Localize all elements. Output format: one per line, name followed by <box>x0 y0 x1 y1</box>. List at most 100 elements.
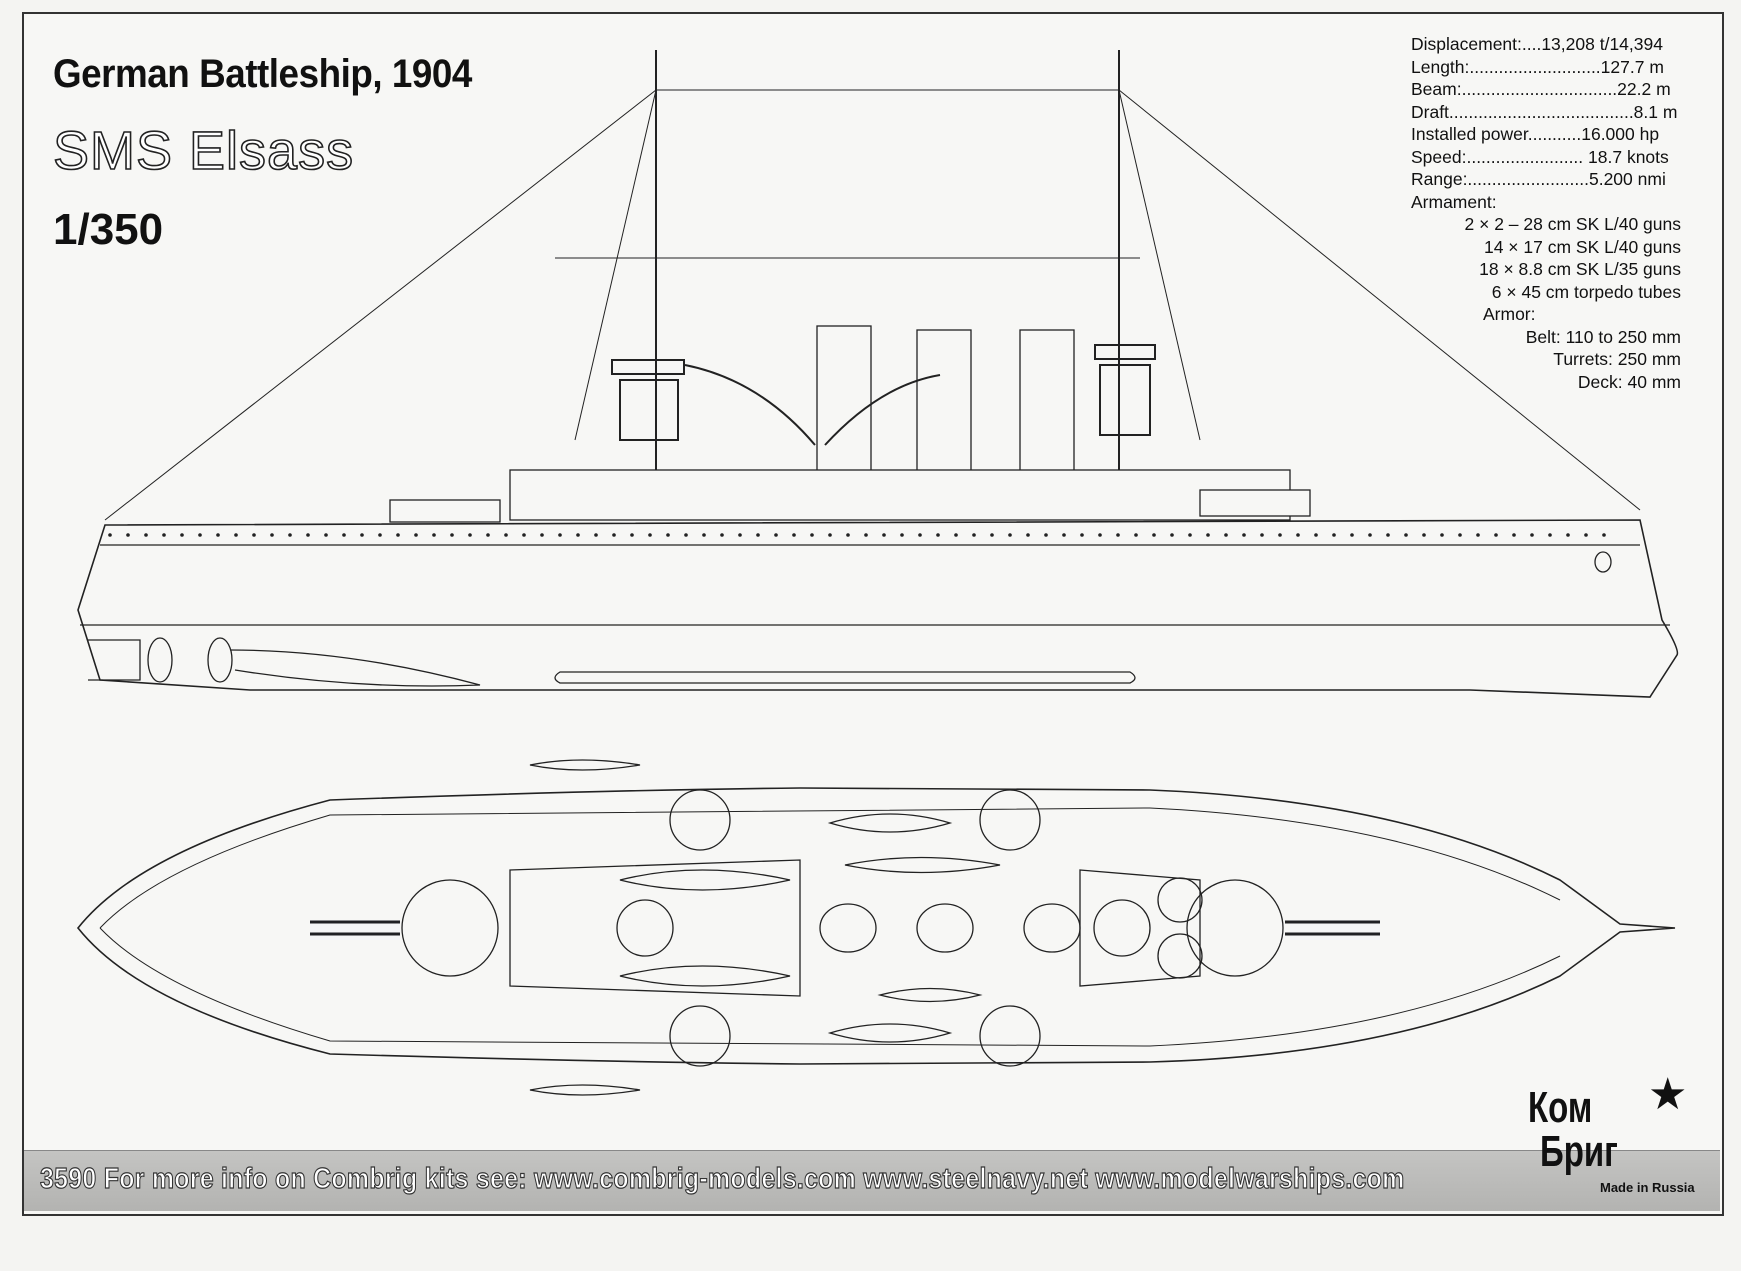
spec-length: Length:...........................127.7 … <box>1411 56 1664 77</box>
cranes <box>684 364 941 446</box>
porthole <box>1440 533 1444 537</box>
porthole <box>1350 533 1354 537</box>
rigging-lines <box>104 89 1641 521</box>
porthole <box>1566 533 1570 537</box>
star-icon: ★ <box>1648 1070 1688 1119</box>
porthole <box>1062 533 1066 537</box>
porthole <box>1422 533 1426 537</box>
porthole <box>576 533 580 537</box>
porthole <box>1332 533 1336 537</box>
porthole <box>1098 533 1102 537</box>
porthole <box>252 533 256 537</box>
porthole <box>558 533 562 537</box>
porthole <box>1296 533 1300 537</box>
porthole <box>108 533 112 537</box>
porthole <box>504 533 508 537</box>
spec-draft: Draft...................................… <box>1411 101 1678 122</box>
porthole <box>432 533 436 537</box>
top-view-drawing <box>76 759 1676 1096</box>
funnels <box>816 325 1075 497</box>
porthole <box>144 533 148 537</box>
porthole <box>360 533 364 537</box>
porthole <box>810 533 814 537</box>
porthole <box>1584 533 1588 537</box>
superstructure <box>389 469 1311 523</box>
porthole <box>954 533 958 537</box>
porthole <box>1152 533 1156 537</box>
porthole <box>1512 533 1516 537</box>
masts <box>611 50 1156 470</box>
spec-range: Range:.........................5.200 nmi <box>1411 169 1666 189</box>
specifications: Displacement:....13,208 t/14,394 Length:… <box>1411 33 1681 393</box>
porthole <box>1494 533 1498 537</box>
armor-item: Deck: 40 mm <box>1577 371 1681 392</box>
porthole <box>864 533 868 537</box>
spec-displacement: Displacement:....13,208 t/14,394 <box>1411 34 1663 54</box>
propeller <box>207 637 233 683</box>
porthole <box>1116 533 1120 537</box>
porthole <box>288 533 292 537</box>
porthole <box>1224 533 1228 537</box>
spec-armament-label: Armament: <box>1411 191 1497 212</box>
porthole <box>738 533 742 537</box>
porthole <box>666 533 670 537</box>
porthole <box>1134 533 1138 537</box>
porthole <box>1368 533 1372 537</box>
porthole <box>1242 533 1246 537</box>
logo-line1: Ком <box>1528 1083 1593 1132</box>
spec-beam: Beam:................................22.… <box>1411 79 1671 99</box>
porthole <box>270 533 274 537</box>
portholes <box>108 533 1606 537</box>
porthole <box>180 533 184 537</box>
porthole <box>972 533 976 537</box>
porthole <box>450 533 454 537</box>
porthole <box>846 533 850 537</box>
porthole <box>1188 533 1192 537</box>
porthole <box>774 533 778 537</box>
porthole <box>684 533 688 537</box>
made-in-label: Made in Russia <box>1600 1180 1695 1195</box>
porthole <box>1278 533 1282 537</box>
porthole <box>1458 533 1462 537</box>
porthole <box>918 533 922 537</box>
armament-item: 6 × 45 cm torpedo tubes <box>1491 281 1681 302</box>
porthole <box>1008 533 1012 537</box>
porthole <box>1476 533 1480 537</box>
side-profile-drawing <box>77 50 1679 698</box>
porthole <box>702 533 706 537</box>
spec-power: Installed power...........16.000 hp <box>1411 124 1660 144</box>
ship-name: SMS Elsass <box>52 120 355 182</box>
porthole <box>648 533 652 537</box>
porthole <box>1404 533 1408 537</box>
porthole <box>216 533 220 537</box>
bilge-keel <box>554 671 1136 684</box>
porthole <box>1602 533 1606 537</box>
porthole <box>414 533 418 537</box>
porthole <box>900 533 904 537</box>
propeller-shaft <box>229 649 481 687</box>
porthole <box>198 533 202 537</box>
porthole <box>378 533 382 537</box>
armor-item: Turrets: 250 mm <box>1553 349 1681 369</box>
armor-item: Belt: 110 to 250 mm <box>1525 326 1681 347</box>
porthole <box>612 533 616 537</box>
bow-bridge <box>509 859 801 997</box>
turrets-and-barbettes <box>310 789 1380 1067</box>
porthole <box>1530 533 1534 537</box>
porthole <box>1260 533 1264 537</box>
armament-item: 18 × 8.8 cm SK L/35 guns <box>1479 259 1681 279</box>
armament-item: 2 × 2 – 28 cm SK L/40 guns <box>1464 214 1681 234</box>
porthole <box>234 533 238 537</box>
propeller <box>147 637 173 683</box>
combrig-logo: Ком ★ Бриг Made in Russia <box>1528 1070 1708 1205</box>
porthole <box>126 533 130 537</box>
porthole <box>1314 533 1318 537</box>
porthole <box>540 533 544 537</box>
porthole <box>720 533 724 537</box>
porthole <box>1044 533 1048 537</box>
logo-line2: Бриг <box>1540 1127 1618 1176</box>
porthole <box>486 533 490 537</box>
porthole <box>828 533 832 537</box>
porthole <box>162 533 166 537</box>
